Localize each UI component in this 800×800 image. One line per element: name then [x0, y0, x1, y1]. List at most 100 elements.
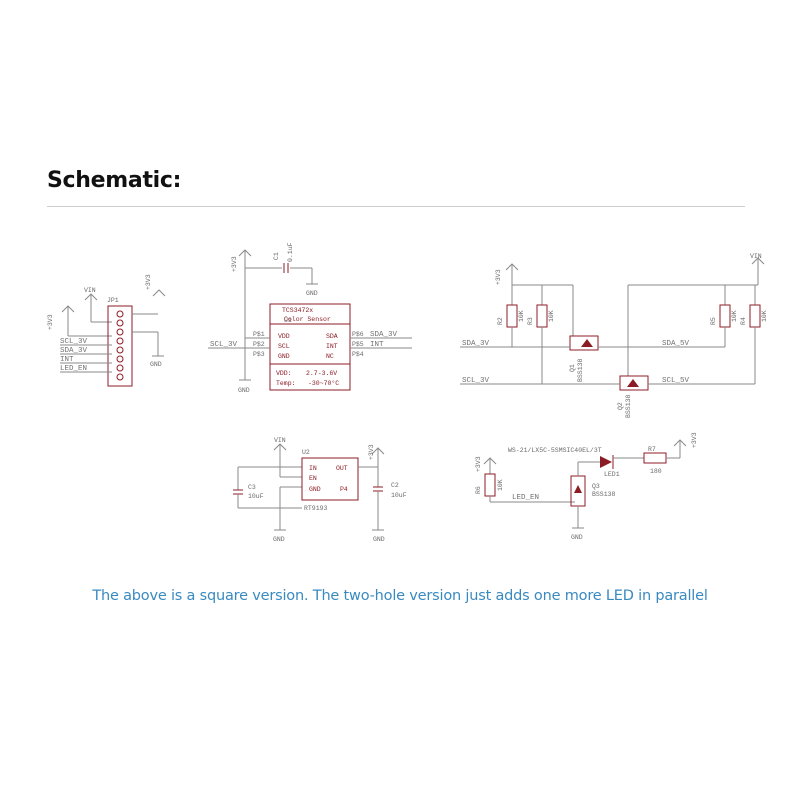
mosfet-q1 — [569, 335, 599, 351]
resistor-r4 — [749, 304, 761, 328]
sensor-int-net: INT — [370, 341, 384, 349]
reg-pin-in: IN — [309, 465, 317, 472]
resistor-r7 — [643, 452, 667, 464]
pin-nc: NC — [326, 353, 334, 360]
r7-value: 180 — [650, 468, 662, 475]
connector-block: +3V3 VIN +3V3 JP1 GND SCL_3V SDA_3V INT … — [47, 274, 166, 387]
led-gnd: GND — [571, 534, 583, 541]
r6-value: 10K — [497, 479, 504, 491]
resistor-r5 — [719, 304, 731, 328]
ls-sda-right: SDA_5V — [662, 340, 690, 348]
resistor-r2 — [506, 304, 518, 328]
r3-value: 10K — [548, 310, 555, 322]
pin-num-2: P$2 — [253, 341, 265, 348]
pin-vdd: VDD — [278, 333, 290, 340]
left-supply-label: +3V3 — [47, 314, 54, 330]
jp1-ref: JP1 — [107, 297, 119, 304]
led-diode — [600, 456, 612, 468]
ls-sda-left: SDA_3V — [462, 340, 490, 348]
ls-scl-left: SCL_3V — [462, 377, 490, 385]
level-shifter-block: +3V3 R2 10K R3 10K VIN R5 10K R4 10K Q1 … — [460, 253, 768, 418]
reg-vin-label: VIN — [274, 437, 286, 444]
q1-ref: Q1 — [569, 364, 576, 372]
pin-num-4: P$4 — [352, 351, 364, 358]
c1-ref: C1 — [273, 252, 280, 260]
sensor-gnd-top: GND — [306, 290, 318, 297]
pin-int: INT — [326, 343, 338, 350]
ls-supply-left: +3V3 — [495, 269, 502, 285]
q3-part: BSS138 — [592, 491, 616, 498]
ls-supply-right: VIN — [750, 253, 762, 260]
r7-ref: R7 — [648, 446, 656, 453]
reg-out-net: +3V3 — [368, 444, 375, 460]
net-scl-label: SCL_3V — [60, 338, 88, 346]
spec-temp-label: Temp: — [276, 380, 296, 387]
pin-num-6: P$6 — [352, 331, 364, 338]
pin-num-5: P$5 — [352, 341, 364, 348]
jp1-gnd-label: GND — [150, 361, 162, 368]
sensor-desc: Color Sensor — [284, 316, 331, 323]
r4-ref: R4 — [740, 317, 747, 325]
jp1-header — [107, 305, 133, 387]
reg-pin-gnd: GND — [309, 486, 321, 493]
sensor-name: TCS3472x — [282, 307, 313, 314]
c3-ref: C3 — [248, 484, 256, 491]
r2-value: 10K — [518, 310, 525, 322]
reg-pin-en: EN — [309, 475, 317, 482]
resistor-r6 — [484, 473, 496, 497]
reg-pin-out: OUT — [336, 465, 348, 472]
pin-scl: SCL — [278, 343, 290, 350]
title-divider — [47, 206, 745, 207]
sensor-ic — [269, 303, 351, 391]
regulator-block: VIN GND C3 10uF U2 IN EN GND OUT P4 RT91… — [233, 437, 407, 543]
r5-value: 10K — [731, 310, 738, 322]
c2-ref: C2 — [391, 482, 399, 489]
q1-part: BSS138 — [577, 358, 584, 382]
reg-gnd2: GND — [373, 536, 385, 543]
led-supply-right: +3V3 — [691, 432, 698, 448]
pin-gnd: GND — [278, 353, 290, 360]
led-ref: LED1 — [604, 471, 620, 478]
reg-part: RT9193 — [304, 505, 328, 512]
pin-sda: SDA — [326, 333, 338, 340]
spec-vdd-value: 2.7-3.6V — [306, 370, 337, 377]
u2-ref: U2 — [302, 449, 310, 456]
mosfet-q2 — [619, 375, 649, 391]
led-driver-block: +3V3 R6 10K LED_EN Q3 BSS138 GND WS-21/L… — [475, 432, 698, 541]
led-supply-label: +3V3 — [475, 456, 482, 472]
net-int-label: INT — [60, 356, 74, 364]
page-title: Schematic: — [47, 168, 182, 193]
led-en-net: LED_EN — [512, 494, 539, 502]
pin-num-3: P$3 — [253, 351, 265, 358]
reg-gnd1: GND — [273, 536, 285, 543]
r3-ref: R3 — [527, 317, 534, 325]
pin-num-1: P$1 — [253, 331, 265, 338]
r2-ref: R2 — [497, 317, 504, 325]
q2-part: BSS138 — [625, 394, 632, 418]
vin-label: VIN — [84, 287, 96, 294]
r4-value: 10K — [761, 310, 768, 322]
caption-text: The above is a square version. The two-h… — [92, 588, 708, 604]
reg-pin-p4: P4 — [340, 486, 348, 493]
spec-temp-value: -30~70°C — [308, 379, 339, 387]
r6-ref: R6 — [475, 486, 482, 494]
net-sda-label: SDA_3V — [60, 347, 88, 355]
regulator-ic — [301, 457, 359, 501]
c1-value: 0.1uF — [287, 242, 294, 262]
sensor-supply-label: +3V3 — [231, 256, 238, 272]
ls-scl-right: SCL_5V — [662, 377, 690, 385]
sensor-block: +3V3 GND C1 0.1uF U1 TCS3472x Color Sens… — [208, 242, 412, 394]
sensor-sda-net: SDA_3V — [370, 331, 398, 339]
c2-value: 10uF — [391, 492, 407, 499]
c3-value: 10uF — [248, 493, 264, 500]
q3-ref: Q3 — [592, 483, 600, 490]
r5-ref: R5 — [710, 317, 717, 325]
resistor-r3 — [536, 304, 548, 328]
u1-ref: U1 — [284, 317, 292, 324]
top-3v3-label: +3V3 — [145, 274, 152, 290]
net-led-en-label: LED_EN — [60, 365, 87, 373]
led-part: WS-21/LX5C-5SMSIC40EL/3T — [508, 447, 602, 454]
sensor-gnd-bottom: GND — [238, 387, 250, 394]
sensor-scl-net: SCL_3V — [210, 341, 238, 349]
